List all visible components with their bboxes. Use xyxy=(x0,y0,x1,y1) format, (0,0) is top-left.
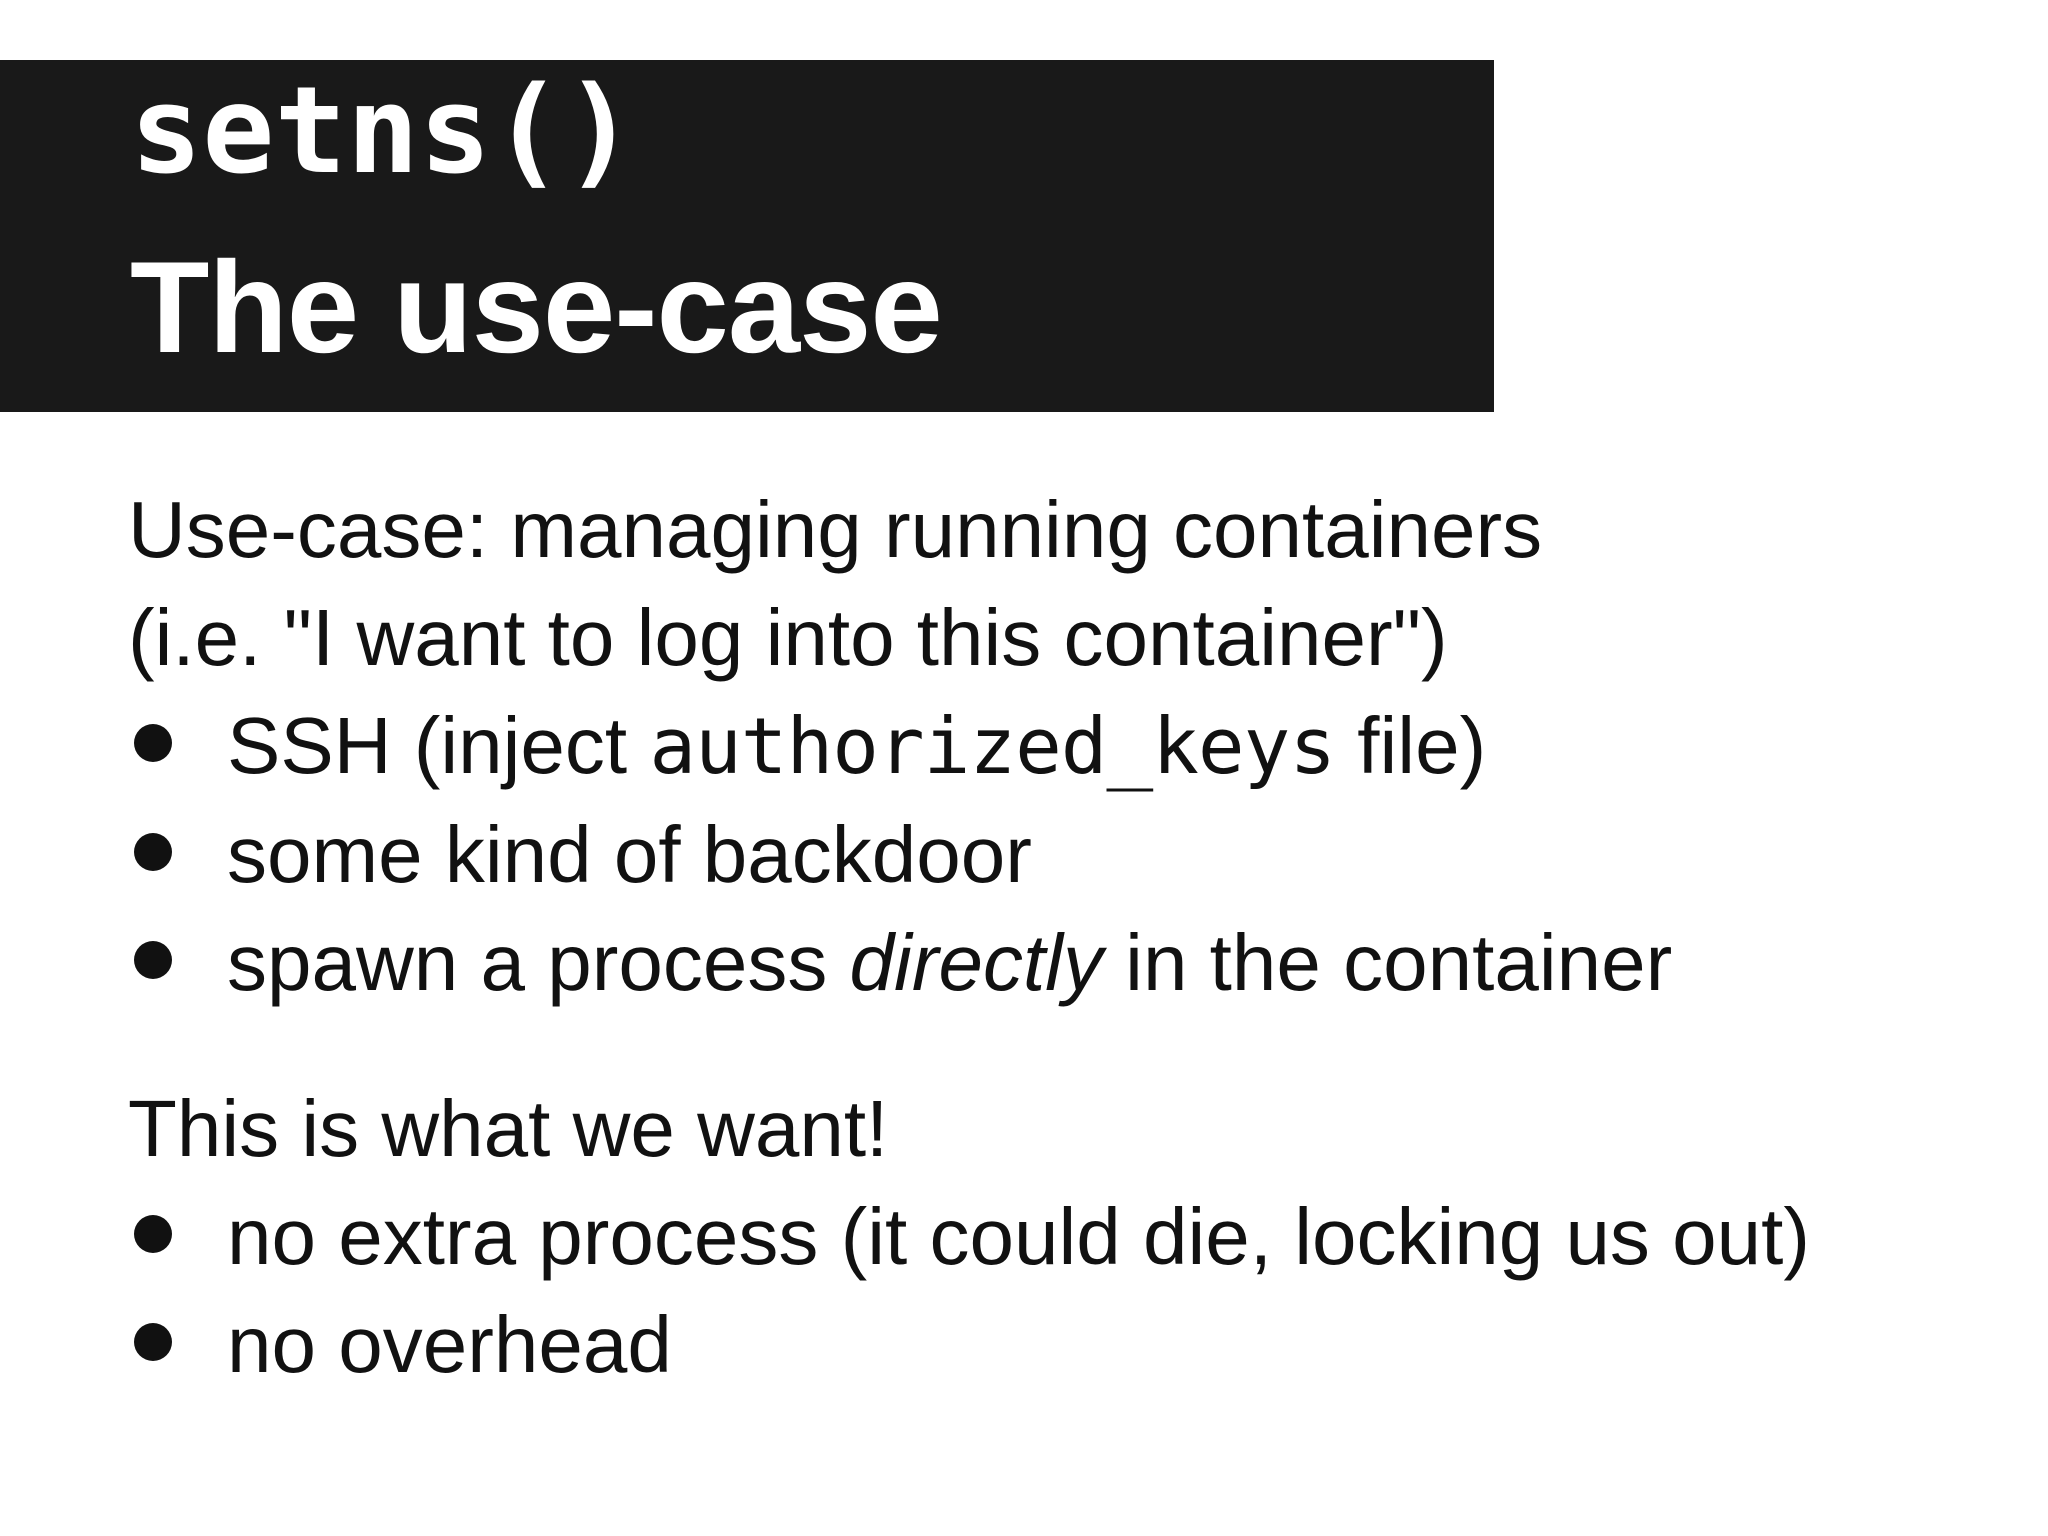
bullet-icon xyxy=(134,833,172,871)
intro-line-1: Use-case: managing running containers xyxy=(128,485,1543,574)
list-item-ssh: SSH (inject authorized_keys file) xyxy=(128,692,2008,801)
list-item-text: SSH (inject authorized_keys file) xyxy=(227,701,1487,792)
list-item-text: spawn a process directly in the containe… xyxy=(227,918,1672,1007)
text-segment: file) xyxy=(1335,701,1487,790)
bullet-icon xyxy=(134,1323,172,1361)
text-segment: in the container xyxy=(1102,918,1673,1007)
text-segment: SSH (inject xyxy=(227,701,650,790)
slide-body: Use-case: managing running containers (i… xyxy=(128,476,2008,1399)
text-segment: spawn a process xyxy=(227,918,850,1007)
emphasized-text: directly xyxy=(849,918,1103,1007)
list-item-no-overhead: no overhead xyxy=(128,1291,2008,1399)
list-item-text: no overhead xyxy=(227,1300,672,1389)
bullet-icon xyxy=(134,1215,172,1253)
bullet-icon xyxy=(134,724,172,762)
intro-line-2: (i.e. "I want to log into this container… xyxy=(128,593,1448,682)
list-item-backdoor: some kind of backdoor xyxy=(128,801,2008,909)
list-item-spawn: spawn a process directly in the containe… xyxy=(128,909,2008,1017)
title-bar: setns() The use-case xyxy=(0,60,1494,412)
list-item-text: some kind of backdoor xyxy=(227,810,1032,899)
list-item-no-extra-process: no extra process (it could die, locking … xyxy=(128,1183,2008,1291)
use-case-bullet-list: SSH (inject authorized_keys file) some k… xyxy=(128,692,2008,1017)
requirements-bullet-list: no extra process (it could die, locking … xyxy=(128,1183,2008,1399)
slide-subtitle: The use-case xyxy=(130,234,943,380)
slide-title-function: setns() xyxy=(130,62,636,201)
bullet-icon xyxy=(134,941,172,979)
list-item-text: no extra process (it could die, locking … xyxy=(227,1192,1811,1281)
inline-code: authorized_keys xyxy=(649,702,1336,792)
statement-line: This is what we want! xyxy=(128,1084,889,1173)
